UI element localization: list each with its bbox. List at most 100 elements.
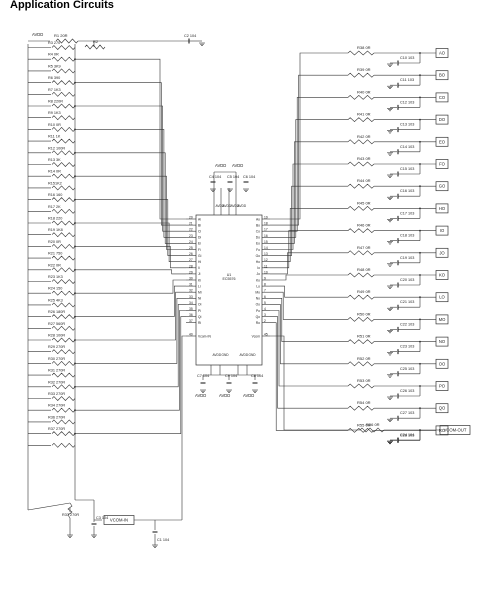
output-resistor-label: R45 0R [357,200,371,205]
ic-right-pin-number: 14 [264,246,268,250]
output-wire [270,119,348,238]
r22-symbol [51,279,76,284]
output-wire [270,310,348,387]
tap-wire [75,82,186,226]
ic-right-pin-number: 11 [264,264,268,268]
vcom-out-tag-text: VCOM-OUT [444,428,467,433]
tap-wire [75,316,186,434]
avdd-label: AVDD [32,32,43,37]
output-resistor-label: R47 0R [357,245,371,250]
output-resistor-symbol [347,361,375,367]
ic-left-pin-label: Hi [198,260,201,264]
ic-left-pin-number: 35 [189,307,193,311]
ic-bottom-pin-label: AVDD [213,353,222,357]
tap-wire [75,269,186,275]
ladder-resistor-label: R9 1K3 [48,111,61,115]
output-cap-label: C23 103 [400,345,414,349]
ladder-resistor-label: R31 270R [48,369,65,373]
ladder-resistor-label: R11 1K [48,135,61,139]
output-wire [270,74,348,226]
ic-left-pin-number: 32 [189,289,193,293]
r34-symbol [51,419,76,425]
output-resistor-label: R49 0R [357,289,371,294]
output-resistor-symbol [347,339,375,345]
output-resistor-symbol [347,405,375,411]
ic-right-pin-label: Po [256,309,260,313]
junction-dot [419,207,421,210]
ic-left-pin-label: Di [198,236,201,240]
output-port-JO-text: JO [439,250,445,255]
ladder-resistor-label: R14 0R [48,170,61,174]
output-wire [270,291,348,320]
output-wire [270,163,348,250]
ic-right-pin-number: 4 [264,307,266,311]
ladder-resistor-label: R27 560R [48,322,65,326]
ic-left-pin-label: Mi [198,291,202,295]
ladder-resistor-label: R22 0R [48,263,61,267]
output-port-HO [435,203,449,214]
vcom-in-tag-text: VCOM-IN [110,518,128,523]
output-resistor-label: R46 0R [357,223,371,228]
output-resistor-symbol [347,250,375,256]
avdd-label: AVDD [219,393,230,398]
ic-right-pin-number: 12 [264,258,268,262]
ic-right-pin-label: Eo [256,242,260,246]
r28-symbol [51,349,76,355]
output-cap-label: C18 103 [400,234,414,238]
r56-label: R56 0R [366,422,380,427]
ladder-resistor-label: R3 270 [48,41,60,45]
ic-right-pin-label: Go [256,254,261,258]
r18-symbol [51,232,76,238]
output-port-DO-text: DO [439,117,446,122]
tap-wire [75,246,186,269]
ic-right-pin-label: Co [256,230,260,234]
page-title: Application Circuits [10,0,114,11]
ic-right-pin-label: Oo [256,303,261,307]
ic-right-pin-number: 45 [264,333,268,337]
tap-wire [75,222,186,263]
ic-right-pin-label: Qo [256,315,261,319]
ladder-resistor-label: R151K2 [48,181,62,185]
ladder-resistor-label: R18 220 [48,217,62,221]
ic-part: EC5576 [223,277,236,281]
ladder-resistor-label: R36 270R [48,415,65,419]
output-resistor-symbol [347,183,375,189]
ic-right-pin-label: Bo [256,223,260,227]
output-wire [270,316,348,409]
output-port-KO [435,270,449,280]
output-port-FO-text: FO [439,162,446,167]
r24-symbol [51,302,76,308]
avdd-label: AVDD [215,163,226,168]
c1-label: C1 104 [157,538,169,542]
ic-left-pin-number: 28 [189,264,193,268]
avdd-label: AVDD [195,393,206,398]
output-cap-label: C25 103 [400,367,414,371]
output-cap-label: C16 103 [400,189,414,193]
output-port-DO [435,114,449,125]
ic-bottom-pin-label: GND [249,353,257,357]
ic-right-pin-label: Fo [256,248,260,252]
vcom-out-wire [270,335,360,431]
ic-left-pin-label: Ki [198,278,201,282]
ladder-resistor-label: R19 1K8 [48,228,63,232]
ic-left-pin-label: Qi [198,315,202,319]
ladder-resistor-label: R10 0R [48,123,61,127]
output-wire [270,252,348,275]
ic-left-pin-label: Li [198,284,201,288]
ic-right-pin-number: 7 [264,289,266,293]
c9-label: C9 104 [225,374,237,378]
ic-right-pin-number: 2 [264,319,266,323]
output-resistor-label: R53 0R [357,378,371,383]
ladder-resistor-label: R32 270R [48,380,65,384]
r13-symbol [51,173,76,179]
ladder-resistor-label: R29 270R [48,345,65,349]
output-resistor-label: R43 0R [357,156,371,161]
vcom-in-wire [181,335,186,520]
output-wire [270,230,348,269]
tap-wire [75,279,186,294]
r29-symbol [51,360,76,366]
junction-dot [419,140,421,143]
output-port-BO [435,70,449,81]
r16-symbol [51,208,76,214]
output-cap-label: C19 103 [400,256,414,260]
